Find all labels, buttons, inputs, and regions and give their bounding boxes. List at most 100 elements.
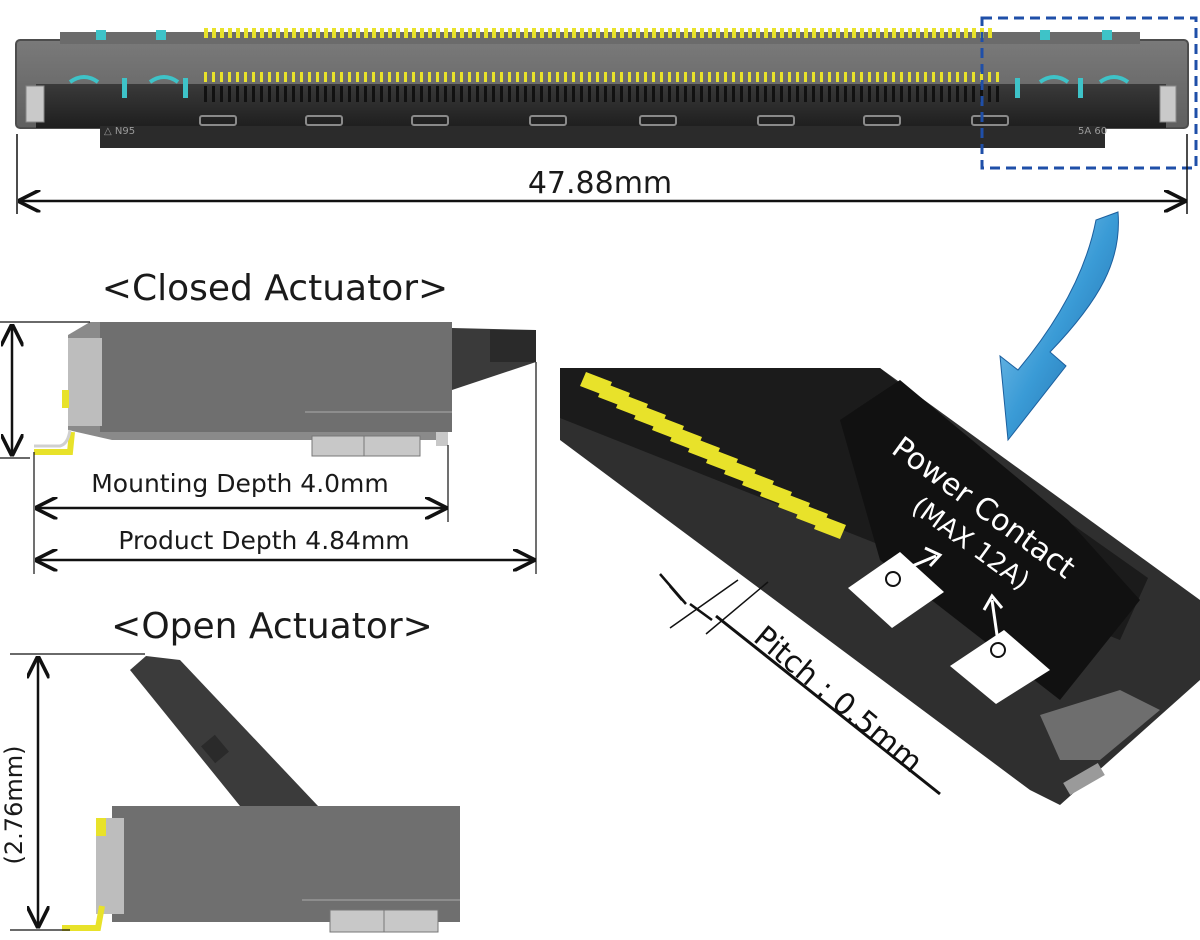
pin-lower-stem — [684, 86, 687, 102]
pin-lower-tip — [916, 72, 919, 82]
pin-lower-stem — [300, 86, 303, 102]
pin-lower-tip — [620, 72, 623, 82]
pin-upper — [204, 28, 208, 38]
pin-lower-stem — [844, 86, 847, 102]
pin-lower-tip — [532, 72, 535, 82]
pin-upper — [508, 28, 512, 38]
pin-upper — [460, 28, 464, 38]
pin-upper — [324, 28, 328, 38]
pin-lower-tip — [732, 72, 735, 82]
pin-lower-stem — [828, 86, 831, 102]
pin-lower-tip — [860, 72, 863, 82]
pin-lower-tip — [996, 72, 999, 82]
pin-lower-tip — [900, 72, 903, 82]
pin-upper — [476, 28, 480, 38]
pin-upper — [516, 28, 520, 38]
pin-lower-stem — [220, 86, 223, 102]
pin-lower-stem — [556, 86, 559, 102]
pin-upper — [404, 28, 408, 38]
pin-lower-stem — [452, 86, 455, 102]
pin-lower-tip — [844, 72, 847, 82]
pin-upper — [836, 28, 840, 38]
pin-upper — [308, 28, 312, 38]
pin-lower-stem — [908, 86, 911, 102]
pin-lower-tip — [380, 72, 383, 82]
pin-lower-tip — [292, 72, 295, 82]
pin-upper — [412, 28, 416, 38]
pin-lower-tip — [740, 72, 743, 82]
pin-upper — [500, 28, 504, 38]
pin-upper — [212, 28, 216, 38]
pin-lower-tip — [868, 72, 871, 82]
pin-upper — [772, 28, 776, 38]
pin-lower-tip — [788, 72, 791, 82]
pin-lower-stem — [772, 86, 775, 102]
pin-lower-stem — [372, 86, 375, 102]
pin-lower-tip — [644, 72, 647, 82]
pin-lower-tip — [884, 72, 887, 82]
pin-lower-tip — [748, 72, 751, 82]
pin-lower-tip — [444, 72, 447, 82]
pin-upper — [332, 28, 336, 38]
pin-lower-stem — [268, 86, 271, 102]
pin-lower-tip — [668, 72, 671, 82]
pin-lower-tip — [988, 72, 991, 82]
pin-lower-stem — [708, 86, 711, 102]
pin-lower-tip — [364, 72, 367, 82]
pin-upper — [436, 28, 440, 38]
pin-lower-tip — [476, 72, 479, 82]
pin-upper — [668, 28, 672, 38]
pin-lower-stem — [420, 86, 423, 102]
pin-upper — [652, 28, 656, 38]
pin-lower-tip — [276, 72, 279, 82]
pin-lower-tip — [940, 72, 943, 82]
pin-lower-stem — [380, 86, 383, 102]
pin-lower-stem — [604, 86, 607, 102]
pin-upper — [396, 28, 400, 38]
pin-lower-stem — [956, 86, 959, 102]
pin-lower-stem — [660, 86, 663, 102]
open-height-label: (2.76mm) — [0, 746, 28, 865]
pin-lower-stem — [940, 86, 943, 102]
pin-lower-tip — [604, 72, 607, 82]
pin-lower-tip — [412, 72, 415, 82]
pin-lower-tip — [852, 72, 855, 82]
pin-lower-tip — [372, 72, 375, 82]
pin-lower-tip — [340, 72, 343, 82]
pin-lower-tip — [564, 72, 567, 82]
pin-upper — [676, 28, 680, 38]
pin-lower-tip — [404, 72, 407, 82]
pin-lower-stem — [580, 86, 583, 102]
pin-upper — [364, 28, 368, 38]
pin-upper — [964, 28, 968, 38]
pin-lower-tip — [780, 72, 783, 82]
pin-upper — [428, 28, 432, 38]
pin-upper — [564, 28, 568, 38]
detail-pin — [814, 515, 846, 539]
pin-upper — [420, 28, 424, 38]
pin-lower-stem — [788, 86, 791, 102]
pin-lower-tip — [420, 72, 423, 82]
detail-pin-row — [580, 372, 846, 539]
pin-lower-stem — [356, 86, 359, 102]
pin-lower-stem — [508, 86, 511, 102]
pin-lower-tip — [708, 72, 711, 82]
pin-upper — [484, 28, 488, 38]
pin-lower-tip — [452, 72, 455, 82]
pin-upper — [876, 28, 880, 38]
pin-upper — [908, 28, 912, 38]
pin-upper — [356, 28, 360, 38]
pin-lower-stem — [340, 86, 343, 102]
pin-lower-tip — [724, 72, 727, 82]
pin-upper — [700, 28, 704, 38]
pin-upper — [492, 28, 496, 38]
pin-upper — [644, 28, 648, 38]
pin-lower-stem — [476, 86, 479, 102]
pin-lower-stem — [860, 86, 863, 102]
pin-lower-stem — [740, 86, 743, 102]
pin-upper — [556, 28, 560, 38]
pin-lower-tip — [548, 72, 551, 82]
pin-lower-stem — [700, 86, 703, 102]
pin-upper — [948, 28, 952, 38]
pin-lower-stem — [764, 86, 767, 102]
